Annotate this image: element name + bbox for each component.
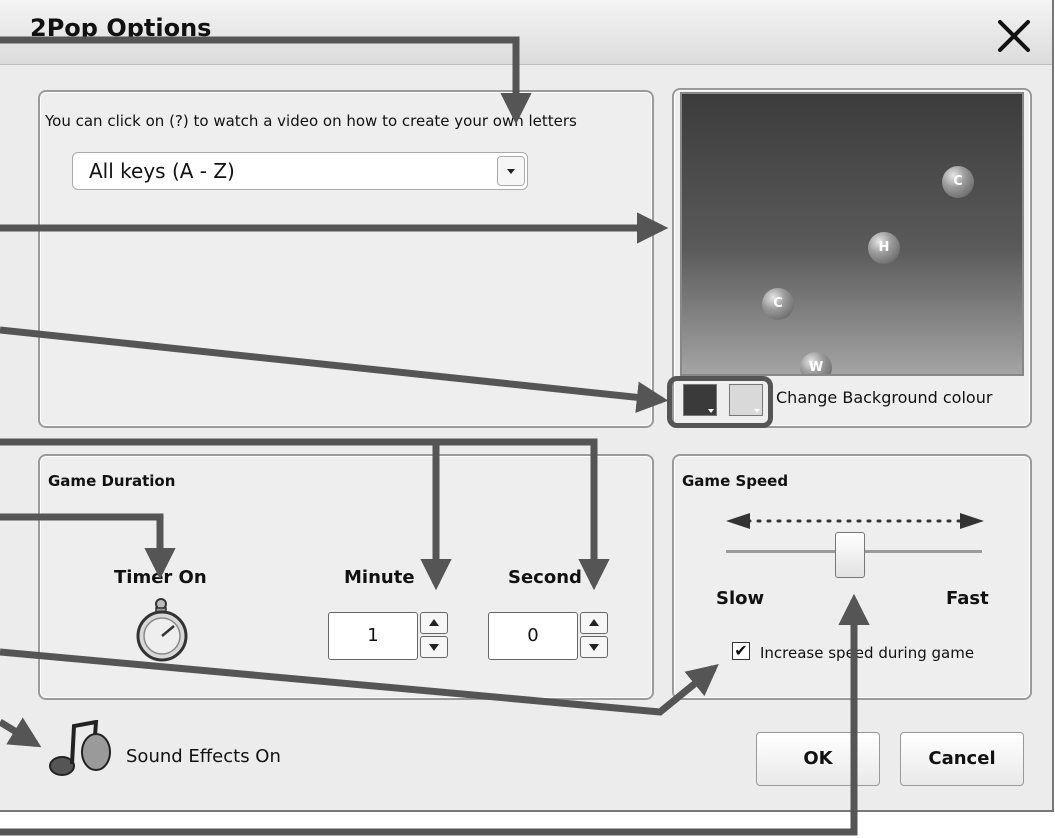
chevron-down-icon[interactable]	[497, 156, 525, 186]
speed-slider-thumb[interactable]	[834, 532, 865, 578]
letter-ball: C	[942, 166, 974, 198]
minute-decrement-button[interactable]	[420, 636, 448, 658]
letter-ball: H	[868, 232, 900, 264]
game-preview: C H C W	[680, 92, 1024, 376]
music-note-icon[interactable]	[44, 720, 116, 780]
second-increment-button[interactable]	[580, 612, 608, 634]
change-background-label: Change Background colour	[776, 388, 993, 407]
options-dialog: 2Pop Options You can click on (?) to wat…	[0, 0, 1054, 812]
background-dark-swatch[interactable]	[683, 384, 717, 416]
letters-hint: You can click on (?) to watch a video on…	[45, 112, 577, 130]
minute-input[interactable]: 1	[328, 612, 418, 660]
minute-label: Minute	[344, 567, 415, 588]
letters-panel: You can click on (?) to watch a video on…	[38, 90, 654, 428]
background-swatches	[667, 376, 773, 428]
background-light-swatch[interactable]	[729, 384, 763, 416]
stopwatch-icon[interactable]	[134, 596, 190, 664]
game-speed-title: Game Speed	[682, 472, 789, 490]
close-icon[interactable]	[990, 12, 1038, 60]
speed-range-arrow-icon	[726, 513, 984, 529]
cancel-button[interactable]: Cancel	[900, 732, 1024, 786]
fast-label: Fast	[946, 588, 989, 609]
ok-button[interactable]: OK	[756, 732, 880, 786]
slow-label: Slow	[716, 588, 765, 609]
second-input[interactable]: 0	[488, 612, 578, 660]
letters-dropdown[interactable]: All keys (A - Z)	[72, 152, 528, 190]
second-decrement-button[interactable]	[580, 636, 608, 658]
sound-effects-label: Sound Effects On	[126, 746, 281, 767]
timer-label: Timer On	[114, 567, 207, 588]
minute-stepper[interactable]: 1	[328, 612, 450, 660]
increase-speed-checkbox[interactable]: ✔	[732, 642, 750, 660]
dialog-title: 2Pop Options	[30, 14, 212, 42]
letters-dropdown-value: All keys (A - Z)	[89, 159, 235, 183]
minute-increment-button[interactable]	[420, 612, 448, 634]
title-bar: 2Pop Options	[0, 0, 1052, 65]
game-duration-title: Game Duration	[48, 472, 176, 490]
letter-ball: W	[800, 352, 832, 374]
increase-speed-label: Increase speed during game	[760, 644, 975, 662]
second-label: Second	[508, 567, 582, 588]
second-stepper[interactable]: 0	[488, 612, 610, 660]
letter-ball: C	[762, 288, 794, 320]
